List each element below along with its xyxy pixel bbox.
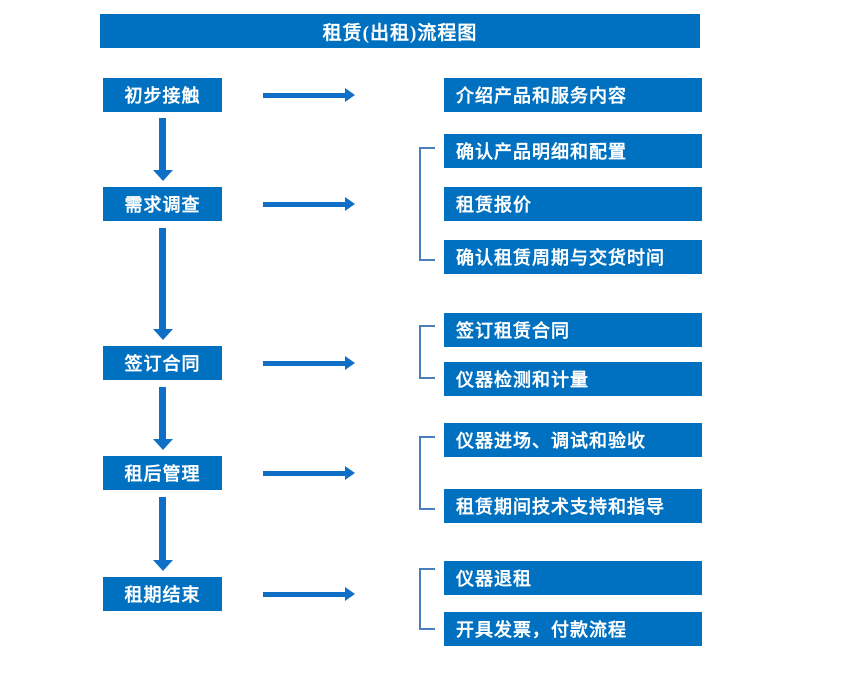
arrow-shaft	[159, 497, 166, 560]
horizontal-arrow-icon-2	[263, 197, 355, 211]
vertical-arrow-icon-2	[153, 228, 173, 340]
group-bracket-2	[419, 147, 435, 261]
arrow-head	[345, 356, 355, 370]
group-bracket-3	[419, 325, 435, 379]
stage-box-1[interactable]: 初步接触	[103, 78, 222, 112]
group-bracket-5	[419, 568, 435, 630]
horizontal-arrow-icon-4	[263, 466, 355, 480]
arrow-shaft	[159, 387, 166, 439]
vertical-arrow-icon-3	[153, 387, 173, 450]
horizontal-arrow-icon-3	[263, 356, 355, 370]
arrow-head	[153, 170, 173, 181]
detail-box-6[interactable]: 仪器检测和计量	[444, 362, 702, 396]
arrow-shaft	[263, 202, 346, 207]
vertical-arrow-icon-4	[153, 497, 173, 571]
detail-box-7[interactable]: 仪器进场、调试和验收	[444, 423, 702, 457]
arrow-head	[345, 587, 355, 601]
arrow-shaft	[263, 361, 346, 366]
stage-box-3[interactable]: 签订合同	[103, 346, 222, 380]
arrow-head	[345, 466, 355, 480]
horizontal-arrow-icon-5	[263, 587, 355, 601]
detail-box-10[interactable]: 开具发票，付款流程	[444, 612, 702, 646]
arrow-shaft	[159, 228, 166, 329]
arrow-head	[345, 88, 355, 102]
detail-box-3[interactable]: 租赁报价	[444, 187, 702, 221]
detail-box-1[interactable]: 介绍产品和服务内容	[444, 78, 702, 112]
detail-box-2[interactable]: 确认产品明细和配置	[444, 134, 702, 168]
arrow-shaft	[263, 471, 346, 476]
page-title: 租赁(出租)流程图	[100, 14, 700, 48]
detail-box-5[interactable]: 签订租赁合同	[444, 313, 702, 347]
detail-box-4[interactable]: 确认租赁周期与交货时间	[444, 240, 702, 274]
horizontal-arrow-icon-1	[263, 88, 355, 102]
arrow-shaft	[263, 592, 346, 597]
arrow-head	[345, 197, 355, 211]
arrow-head	[153, 329, 173, 340]
stage-box-2[interactable]: 需求调查	[103, 187, 222, 221]
detail-box-8[interactable]: 租赁期间技术支持和指导	[444, 489, 702, 523]
detail-box-9[interactable]: 仪器退租	[444, 561, 702, 595]
stage-box-4[interactable]: 租后管理	[103, 456, 222, 490]
arrow-shaft	[159, 118, 166, 170]
stage-box-5[interactable]: 租期结束	[103, 577, 222, 611]
arrow-shaft	[263, 93, 346, 98]
arrow-head	[153, 560, 173, 571]
vertical-arrow-icon-1	[153, 118, 173, 181]
group-bracket-4	[419, 436, 435, 510]
arrow-head	[153, 439, 173, 450]
